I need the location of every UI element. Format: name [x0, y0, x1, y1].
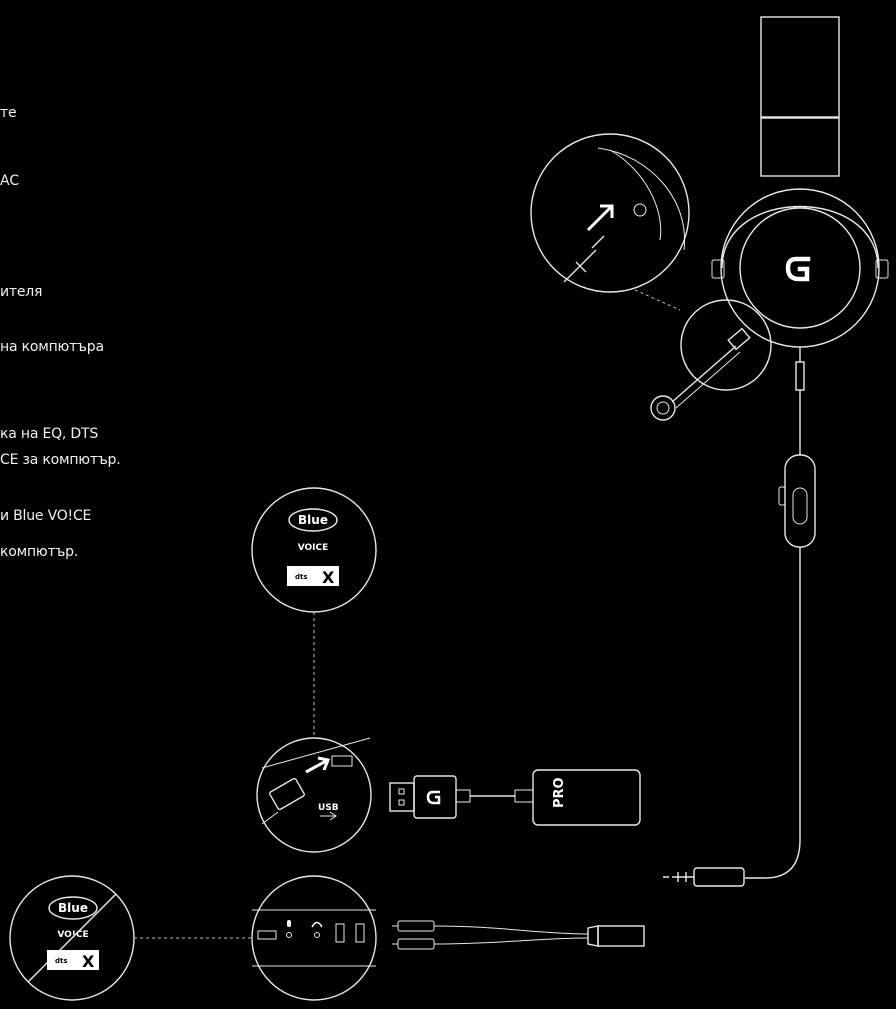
ear-cup-inner	[739, 207, 861, 329]
instruction-text-5: ка на EQ, DTS	[0, 426, 99, 442]
usb-label: USB	[318, 803, 339, 813]
svg-text:VO!CE: VO!CE	[57, 930, 88, 940]
y-splitter-cable	[392, 920, 645, 950]
mic-mute-switch	[778, 486, 786, 506]
splitter-socket	[597, 925, 645, 947]
usb-detail-circle: USB	[256, 737, 372, 853]
dts-x-label: X	[322, 568, 335, 587]
mic-icon	[286, 920, 292, 938]
blue-voice-badge-unavailable: Blue VO!CE dts X	[9, 875, 135, 1001]
jack-detail-circle	[530, 133, 690, 293]
instruction-text-2: АС	[0, 173, 19, 189]
pro-usb-adapter: PRO	[532, 769, 641, 826]
usb-plug	[389, 775, 534, 819]
voice-label: VOICE	[298, 543, 329, 553]
blue-voice-badge: Blue VOICE dts X	[251, 487, 377, 613]
pro-label: PRO	[552, 777, 567, 808]
crossed-out-line	[27, 893, 117, 983]
instruction-text-7: и Blue VO!CE	[0, 508, 92, 524]
headphone-icon	[311, 921, 323, 938]
headband-top	[760, 16, 840, 118]
jack-plug-icon	[563, 235, 605, 283]
instruction-text-3: ителя	[0, 284, 43, 300]
instruction-text-6: CE за компютър.	[0, 452, 121, 468]
instruction-text-1: те	[0, 105, 17, 121]
instruction-text-8: компютър.	[0, 544, 79, 560]
inline-volume-control	[784, 454, 816, 548]
hinge-left	[711, 259, 725, 279]
headset-cable	[663, 347, 816, 887]
logitech-g-icon	[426, 790, 441, 805]
svg-text:X: X	[82, 952, 95, 971]
headset	[711, 16, 889, 348]
blue-logo-text: Blue	[298, 513, 328, 527]
dts-label: dts	[295, 573, 308, 581]
headband-slider	[760, 117, 840, 177]
3.5mm-plug-tip	[663, 872, 694, 882]
mic-plug	[397, 920, 435, 932]
headband-arc	[721, 205, 879, 269]
usb-port	[355, 923, 365, 943]
cable-ferrite	[795, 361, 805, 391]
instruction-text-4: на компютъра	[0, 339, 104, 355]
svg-text:Blue: Blue	[58, 901, 88, 915]
usb-icon	[320, 811, 337, 821]
pc-ports-detail-circle	[251, 875, 377, 1001]
headphone-plug	[397, 938, 435, 950]
microphone-detail	[650, 299, 772, 421]
usb-port	[335, 923, 345, 943]
svg-text:dts: dts	[55, 957, 68, 965]
logitech-g-icon	[785, 256, 811, 282]
dts-badge	[287, 566, 339, 586]
mic-capsule	[650, 395, 676, 421]
volume-wheel	[792, 487, 808, 525]
hinge-right	[875, 259, 889, 279]
port-slot	[257, 930, 277, 940]
3.5mm-plug-body	[693, 867, 745, 887]
